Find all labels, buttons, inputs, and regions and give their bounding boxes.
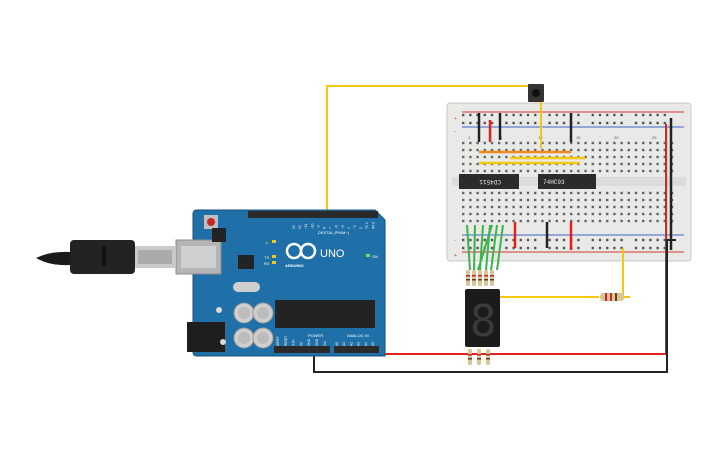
pin-label: ~11 <box>304 224 308 229</box>
svg-text:20: 20 <box>614 135 619 140</box>
digital-label: DIGITAL (PWM~) <box>318 230 350 235</box>
pin-label: A4 <box>364 342 368 346</box>
long-wires <box>313 85 676 373</box>
pin-label: Vin <box>323 341 327 346</box>
pin-label: GND <box>315 338 319 346</box>
pin-label: A2 <box>349 342 353 346</box>
usb-cable-icon <box>36 240 175 274</box>
pin-label: A1 <box>342 342 346 346</box>
tx-label: TX <box>264 255 269 260</box>
rail-minus-label-bottom: - <box>454 238 456 244</box>
arduino-logo-icon <box>285 242 317 260</box>
arduino-model: UNO <box>320 248 345 260</box>
segment-resistors <box>466 270 494 365</box>
l-label: L <box>266 240 269 245</box>
pin-label: 12 <box>298 225 302 229</box>
arduino-brand: ARDUINO <box>285 263 304 268</box>
pin-label: A3 <box>357 342 361 346</box>
power-label: POWER <box>308 333 323 338</box>
pin-label: A5 <box>371 342 375 346</box>
pin-label: ~9 <box>316 225 320 229</box>
reset-button-icon[interactable] <box>204 215 218 229</box>
pin-label: 4 <box>347 227 351 229</box>
segment-wires <box>466 224 504 271</box>
pin-label: 13 <box>292 225 296 229</box>
pin-label: RX 0 <box>371 222 375 229</box>
resistor-led[interactable] <box>600 293 624 301</box>
pin-label: 8 <box>323 227 327 229</box>
atmega-chip <box>275 300 375 328</box>
pin-label: ~6 <box>335 225 339 229</box>
breadboard-jumpers <box>477 102 673 250</box>
pin-label: GND <box>307 338 311 346</box>
pin-label: ~10 <box>310 223 314 229</box>
pin-label: ~3 <box>353 225 357 229</box>
chip-74hc93-label: 74HC93 <box>543 179 565 186</box>
pin-label: 7 <box>329 227 333 229</box>
svg-text:25: 25 <box>652 135 657 140</box>
rail-plus-label: + <box>454 116 457 122</box>
pushbutton-icon[interactable] <box>528 84 544 102</box>
pin-label: ~5 <box>341 225 345 229</box>
svg-text:5: 5 <box>500 135 503 140</box>
pin-label: RESET <box>284 335 288 346</box>
arduino-uno-board[interactable]: ARDUINO UNO DIGITAL (PWM~) POWER ANALOG … <box>175 209 386 357</box>
pin-label: TX 1 <box>365 222 369 229</box>
pin-label: A0 <box>335 342 339 346</box>
on-label: ON <box>372 254 378 259</box>
seven-segment-display[interactable]: 8 <box>465 289 500 347</box>
digital-header <box>248 211 378 218</box>
pin-label: 5V <box>299 341 303 346</box>
pin-label: IOREF <box>276 336 280 346</box>
power-header <box>274 346 330 353</box>
chip-cd4511[interactable]: CD4511 <box>459 174 519 189</box>
svg-text:15: 15 <box>576 135 581 140</box>
rail-minus-label: - <box>454 129 456 135</box>
rail-plus-label-bottom: + <box>454 253 457 259</box>
chip-cd4511-label: CD4511 <box>479 178 501 185</box>
analog-header <box>334 346 379 353</box>
analog-label: ANALOG IN <box>347 333 369 338</box>
pin-label: 2 <box>359 227 363 229</box>
pin-label: 3.3V <box>292 339 296 346</box>
svg-text:1: 1 <box>468 135 471 140</box>
rx-label: RX <box>264 261 270 266</box>
display-digit: 8 <box>470 296 497 347</box>
chip-74hc93[interactable]: 74HC93 <box>538 174 596 189</box>
